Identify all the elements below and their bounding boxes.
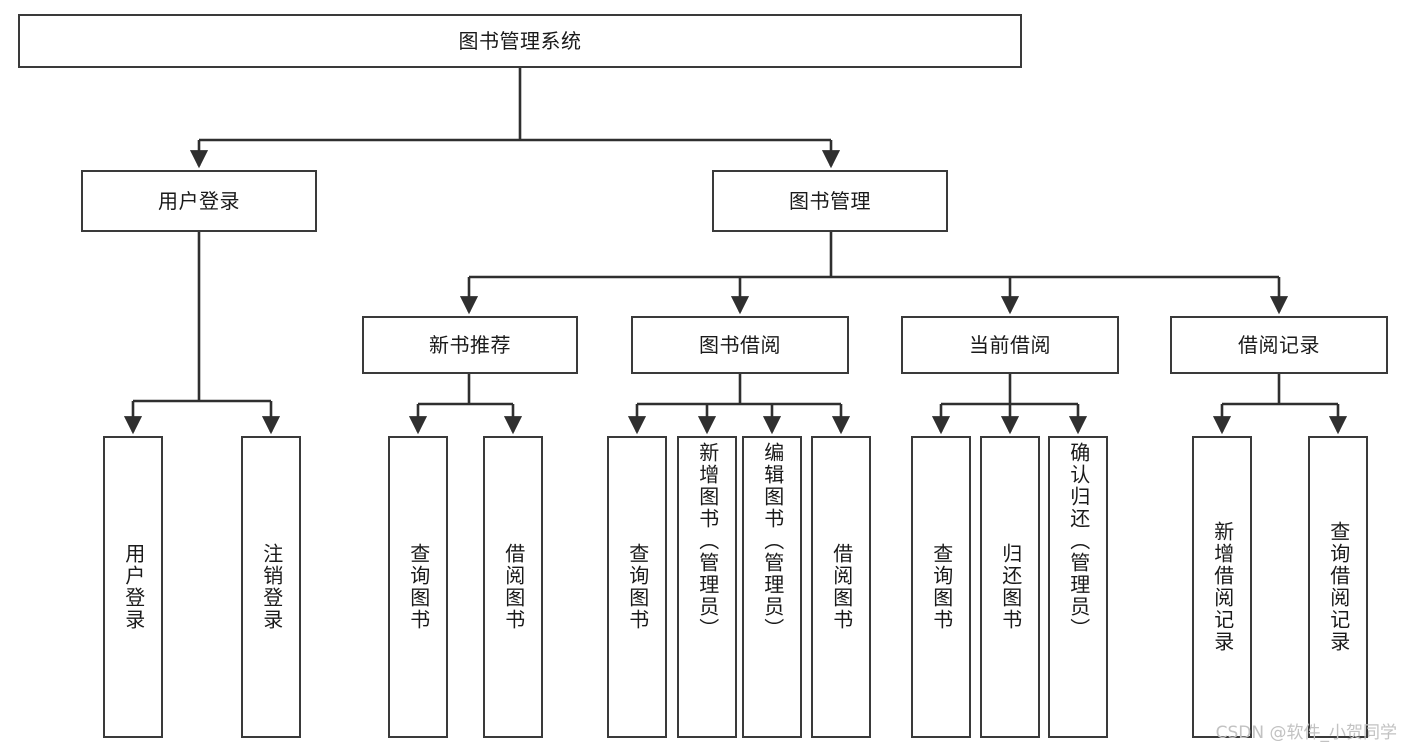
leaf-query-book-borrow-label: 查询图书: [625, 543, 650, 631]
node-current-borrow[interactable]: 当前借阅: [901, 316, 1119, 374]
leaf-user-login-label: 用户登录: [121, 543, 146, 631]
node-book-borrow-label: 图书借阅: [699, 332, 781, 357]
node-current-borrow-label: 当前借阅: [969, 332, 1051, 357]
leaf-edit-book-admin[interactable]: 编辑图书（管理员）: [742, 436, 802, 738]
leaf-query-borrow-record[interactable]: 查询借阅记录: [1308, 436, 1368, 738]
leaf-add-borrow-record[interactable]: 新增借阅记录: [1192, 436, 1252, 738]
node-root-label: 图书管理系统: [458, 28, 582, 53]
leaf-borrow-book-label: 借阅图书: [829, 543, 854, 631]
watermark: CSDN @软件_小贺同学: [1215, 723, 1397, 743]
leaf-query-book-current[interactable]: 查询图书: [911, 436, 971, 738]
leaf-return-book[interactable]: 归还图书: [980, 436, 1040, 738]
leaf-query-book-newbook[interactable]: 查询图书: [388, 436, 448, 738]
node-book-borrow[interactable]: 图书借阅: [631, 316, 849, 374]
leaf-confirm-return-admin-label: 确认归还（管理员）: [1066, 442, 1091, 640]
node-book-management-label: 图书管理: [789, 188, 871, 213]
leaf-confirm-return-admin[interactable]: 确认归还（管理员）: [1048, 436, 1108, 738]
leaf-query-borrow-record-label: 查询借阅记录: [1326, 521, 1351, 653]
node-user-login[interactable]: 用户登录: [81, 170, 317, 232]
node-new-book-recommend[interactable]: 新书推荐: [362, 316, 578, 374]
leaf-query-book-newbook-label: 查询图书: [406, 543, 431, 631]
leaf-user-login[interactable]: 用户登录: [103, 436, 163, 738]
node-user-login-label: 用户登录: [158, 188, 240, 213]
node-borrow-record[interactable]: 借阅记录: [1170, 316, 1388, 374]
node-book-management[interactable]: 图书管理: [712, 170, 948, 232]
leaf-logout[interactable]: 注销登录: [241, 436, 301, 738]
node-borrow-record-label: 借阅记录: [1238, 332, 1320, 357]
leaf-add-borrow-record-label: 新增借阅记录: [1210, 521, 1235, 653]
leaf-borrow-book-newbook[interactable]: 借阅图书: [483, 436, 543, 738]
node-new-book-recommend-label: 新书推荐: [429, 332, 511, 357]
leaf-borrow-book[interactable]: 借阅图书: [811, 436, 871, 738]
leaf-query-book-current-label: 查询图书: [929, 543, 954, 631]
leaf-logout-label: 注销登录: [259, 543, 284, 631]
leaf-borrow-book-newbook-label: 借阅图书: [501, 543, 526, 631]
node-root[interactable]: 图书管理系统: [18, 14, 1022, 68]
leaf-add-book-admin[interactable]: 新增图书（管理员）: [677, 436, 737, 738]
leaf-query-book-borrow[interactable]: 查询图书: [607, 436, 667, 738]
leaf-return-book-label: 归还图书: [998, 543, 1023, 631]
leaf-add-book-admin-label: 新增图书（管理员）: [695, 442, 720, 640]
leaf-edit-book-admin-label: 编辑图书（管理员）: [760, 442, 785, 640]
